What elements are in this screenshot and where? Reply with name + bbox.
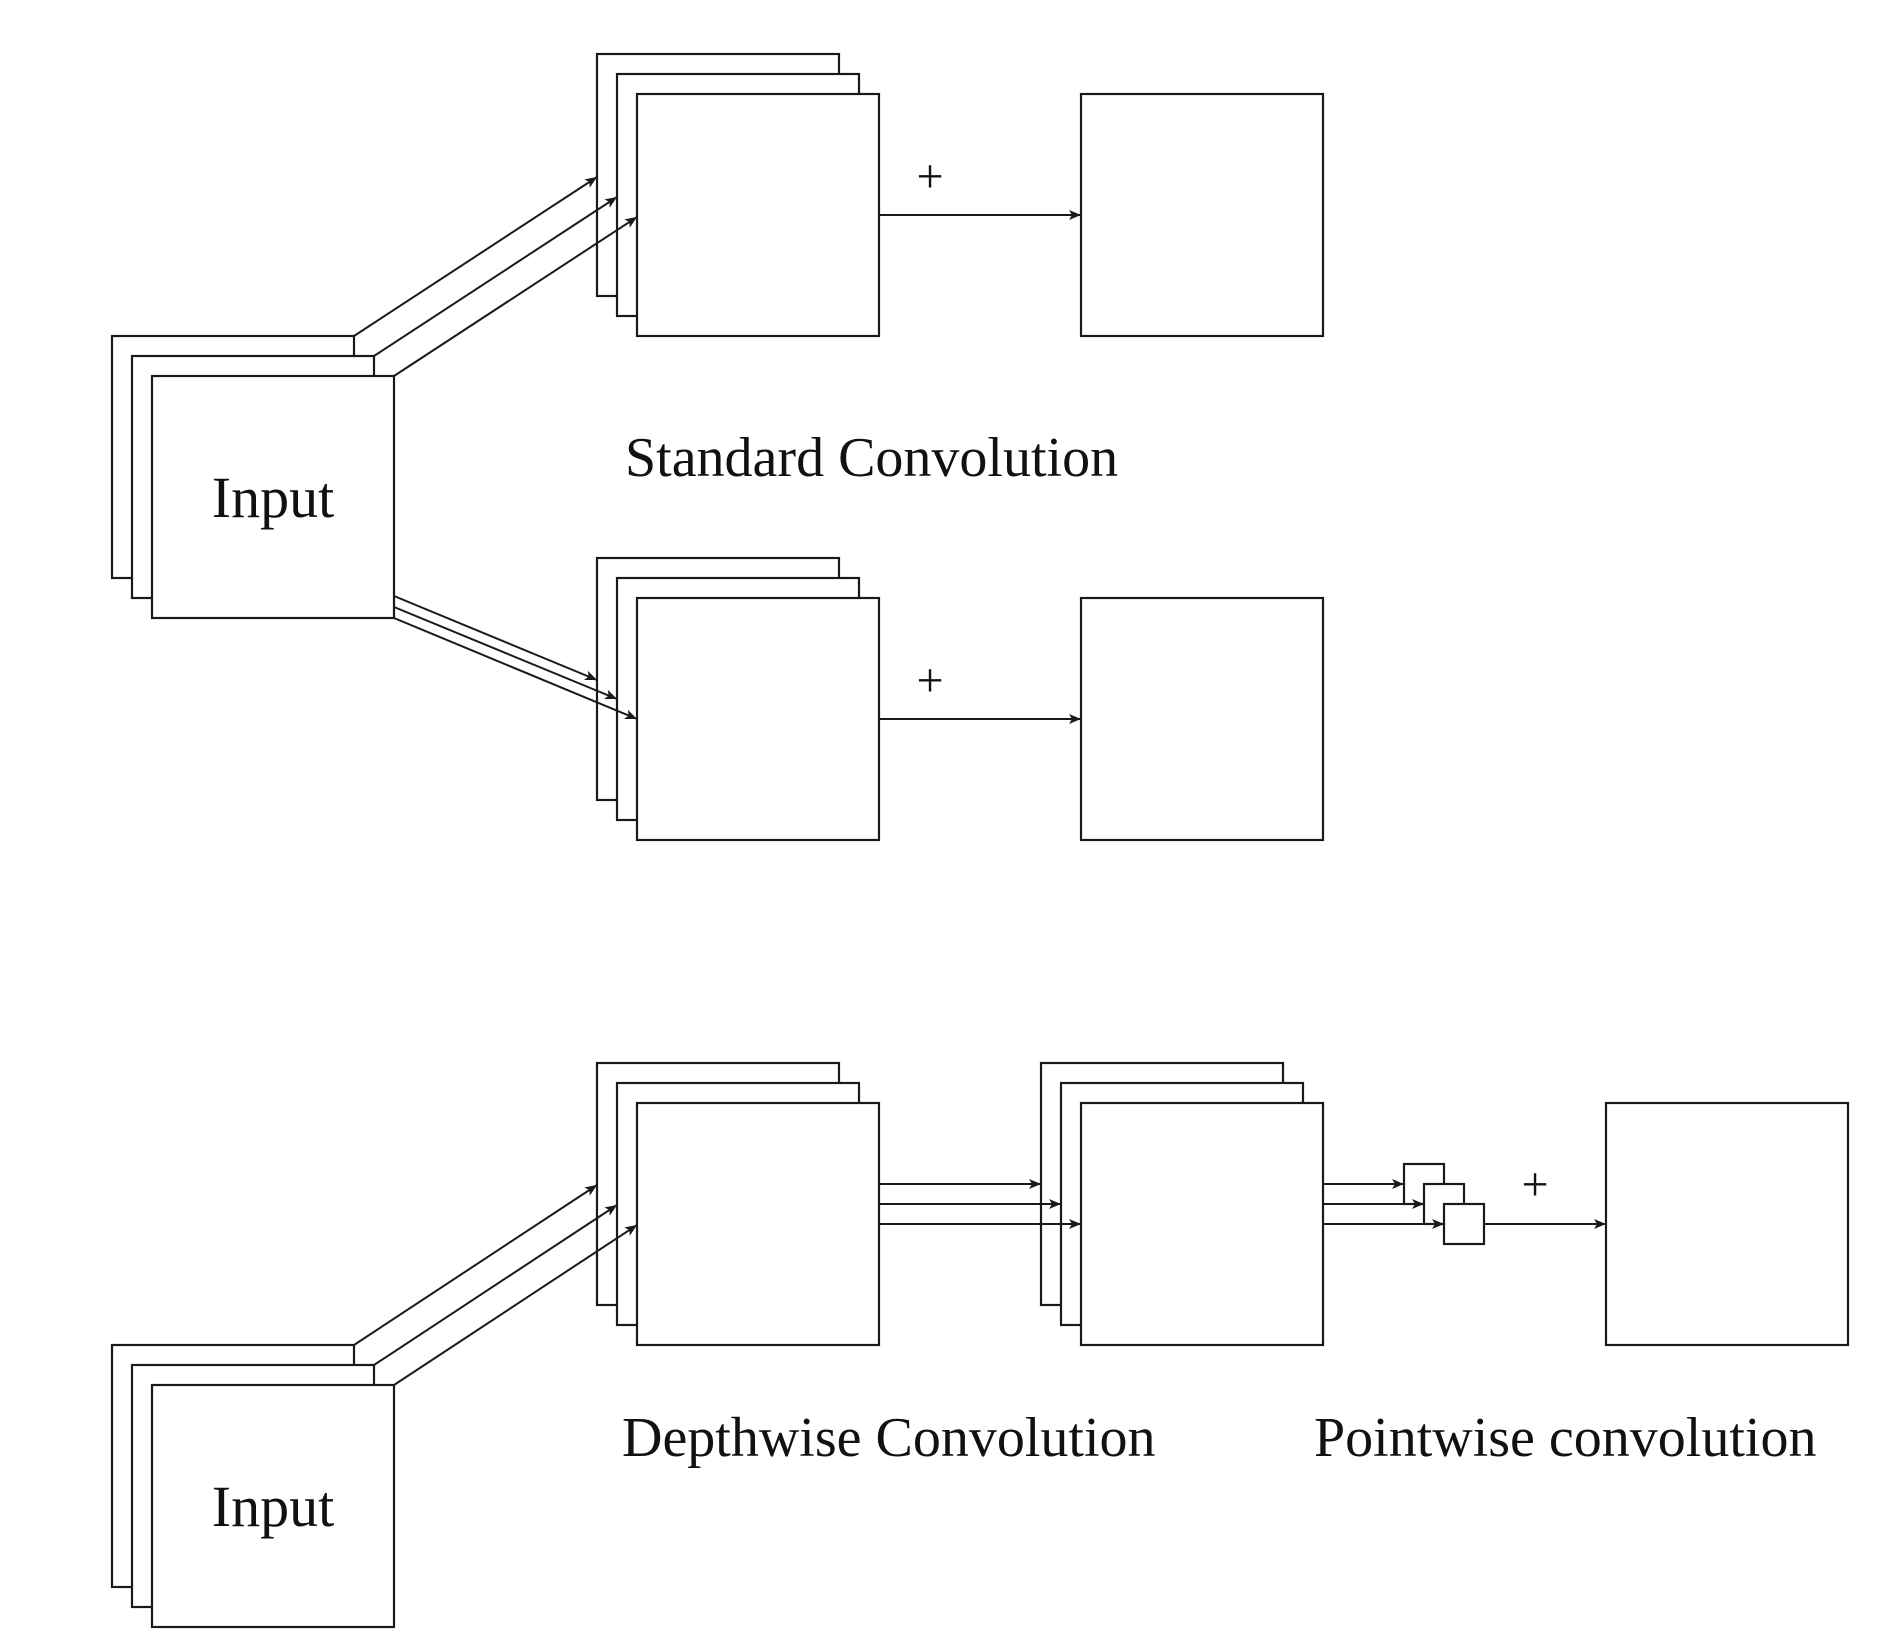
sum-symbol: +	[916, 654, 943, 707]
kernel-front	[635, 1101, 881, 1347]
standard-convolution-label: Standard Convolution	[625, 427, 1118, 489]
input-to-kernel-arrows-lower	[393, 595, 638, 720]
arrow	[393, 1224, 638, 1386]
output-feature-map-lower	[1079, 596, 1325, 842]
depthwise-separable-section: Input	[110, 1061, 1850, 1629]
arrow	[393, 606, 618, 700]
kernel-front	[635, 92, 881, 338]
to-pointwise-arrows	[1323, 1179, 1444, 1229]
input-label: Input	[212, 1474, 334, 1539]
sum-symbol: +	[916, 150, 943, 203]
arrow	[373, 1204, 618, 1366]
depthwise-convolution-label: Depthwise Convolution	[622, 1407, 1156, 1469]
input-channel-front	[150, 374, 396, 620]
arrow	[393, 595, 598, 681]
input-channel-front	[150, 1383, 396, 1629]
depthwise-to-output-arrows	[879, 1179, 1081, 1229]
arrow	[353, 176, 598, 337]
arrow	[373, 196, 618, 357]
sum-symbol: +	[1521, 1158, 1548, 1211]
pointwise-kernel-stack	[1402, 1162, 1486, 1246]
kernel-front	[635, 596, 881, 842]
standard-convolution-section: Input + Standard Convolution +	[110, 52, 1325, 842]
arrow	[393, 617, 638, 720]
input-to-kernel-arrows-upper	[353, 176, 638, 377]
pointwise-kernel-front	[1442, 1202, 1486, 1246]
standard-kernel-stack-lower	[595, 556, 881, 842]
input-stack-bottom: Input	[110, 1343, 396, 1629]
feature-map-front	[1079, 1101, 1325, 1347]
input-stack-top: Input	[110, 334, 396, 620]
arrow	[393, 216, 638, 377]
standard-kernel-stack-upper	[595, 52, 881, 338]
depthwise-output-stack	[1039, 1061, 1325, 1347]
input-label: Input	[212, 465, 334, 530]
depthwise-kernel-stack	[595, 1061, 881, 1347]
output-feature-map-upper	[1079, 92, 1325, 338]
arrow	[353, 1184, 598, 1346]
pointwise-output-feature-map	[1604, 1101, 1850, 1347]
pointwise-convolution-label: Pointwise convolution	[1314, 1407, 1816, 1469]
input-to-depthwise-arrows	[353, 1184, 638, 1386]
